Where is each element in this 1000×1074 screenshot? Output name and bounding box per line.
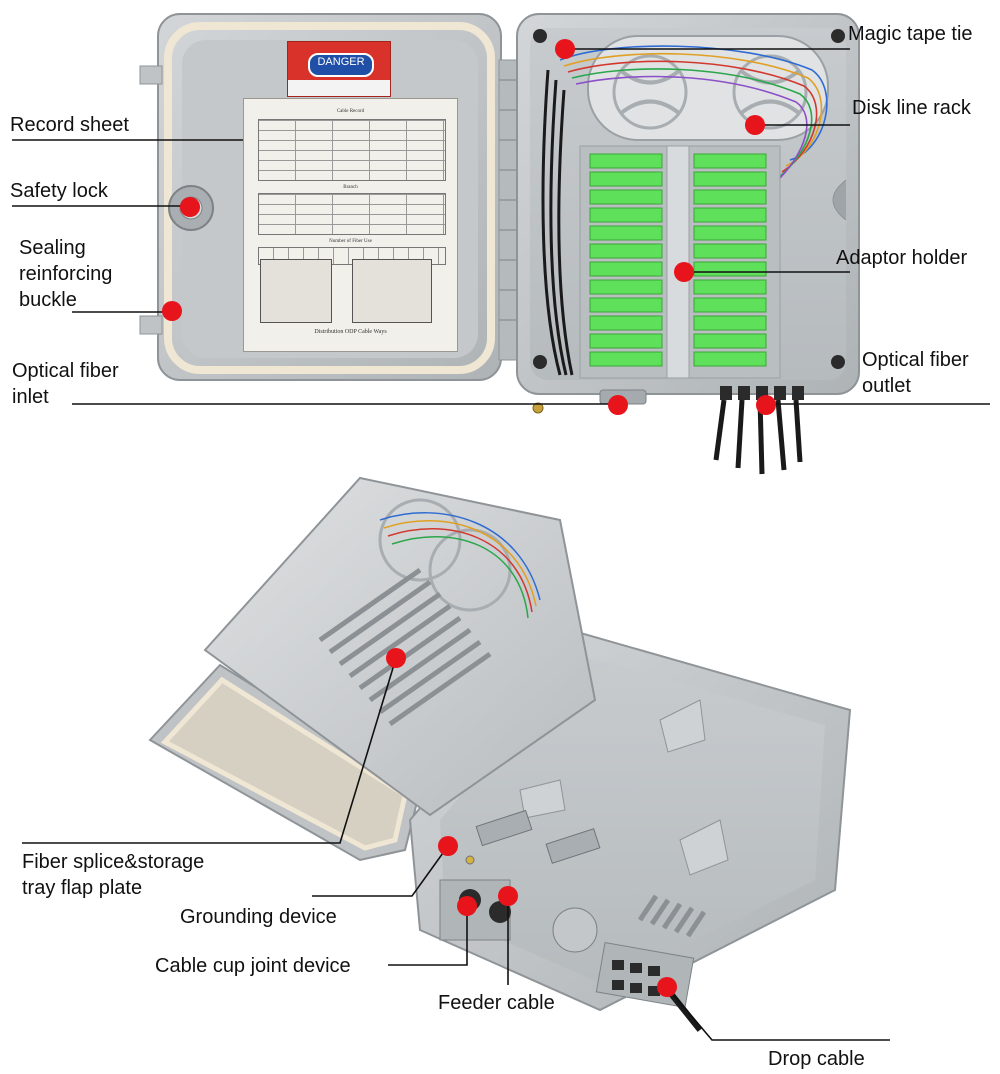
comb-clamp bbox=[637, 894, 707, 938]
outlet-ports bbox=[720, 386, 804, 400]
grounding-brackets bbox=[465, 809, 601, 865]
label-drop-cable: Drop cable bbox=[768, 1048, 865, 1070]
danger-sticker-badge bbox=[308, 53, 374, 77]
marker-dot bbox=[674, 262, 694, 282]
label-safety-lock: Safety lock bbox=[10, 180, 108, 202]
label-disk-line-rack: Disk line rack bbox=[852, 97, 971, 119]
label-optical-fiber-outlet-line1: Optical fiber bbox=[862, 349, 969, 371]
marker-dot bbox=[438, 836, 458, 856]
lid-seal-gasket bbox=[164, 22, 495, 374]
record-sheet-heading: Distribution ODP Cable Ways bbox=[314, 329, 387, 335]
label-record-sheet: Record sheet bbox=[10, 114, 129, 136]
label-sealing-buckle-line2: reinforcing bbox=[19, 263, 113, 285]
label-cable-cup-joint-device: Cable cup joint device bbox=[155, 955, 351, 977]
cable-ports bbox=[439, 879, 703, 1032]
marker-dot bbox=[180, 197, 200, 217]
record-sheet-section-3: Number of Fiber Use bbox=[329, 239, 372, 244]
marker-dot bbox=[657, 977, 677, 997]
label-sealing-buckle-line3: buckle bbox=[19, 289, 77, 311]
marker-dot bbox=[608, 395, 628, 415]
marker-dot bbox=[162, 301, 182, 321]
record-sheet-section-2: Branch bbox=[343, 185, 358, 190]
marker-dot bbox=[745, 115, 765, 135]
danger-sticker-title: DANGER bbox=[317, 56, 365, 68]
label-optical-fiber-outlet-line2: outlet bbox=[862, 375, 911, 397]
record-sheet-diagram-b bbox=[352, 259, 432, 323]
marker-dot bbox=[386, 648, 406, 668]
label-grounding-device: Grounding device bbox=[180, 906, 337, 928]
drop-cables-front bbox=[713, 399, 803, 475]
splice-tray-flap-plate bbox=[203, 476, 597, 817]
marker-dot bbox=[457, 896, 477, 916]
marker-dot bbox=[555, 39, 575, 59]
record-sheet: Cable Record Branch Number of Fiber Use … bbox=[243, 98, 458, 352]
label-feeder-cable: Feeder cable bbox=[438, 992, 555, 1014]
adaptor-holder bbox=[579, 145, 781, 379]
label-sealing-buckle-line1: Sealing bbox=[19, 237, 86, 259]
fiber-enclosure-angled bbox=[148, 476, 852, 1032]
label-optical-fiber-inlet-line1: Optical fiber bbox=[12, 360, 119, 382]
sc-adapters bbox=[589, 153, 767, 367]
marker-dot bbox=[756, 395, 776, 415]
label-optical-fiber-inlet-line2: inlet bbox=[12, 386, 49, 408]
label-magic-tape-tie: Magic tape tie bbox=[848, 23, 973, 45]
label-adaptor-holder: Adaptor holder bbox=[836, 247, 968, 269]
record-sheet-section-1: Cable Record bbox=[336, 109, 365, 114]
leader-lines bbox=[12, 48, 990, 1041]
record-sheet-diagram-a bbox=[260, 259, 332, 323]
label-fiber-splice-tray-line1: Fiber splice&storage bbox=[22, 851, 205, 873]
danger-sticker: DANGER bbox=[287, 41, 391, 97]
marker-dot bbox=[498, 886, 518, 906]
label-fiber-splice-tray-line2: tray flap plate bbox=[22, 877, 143, 899]
